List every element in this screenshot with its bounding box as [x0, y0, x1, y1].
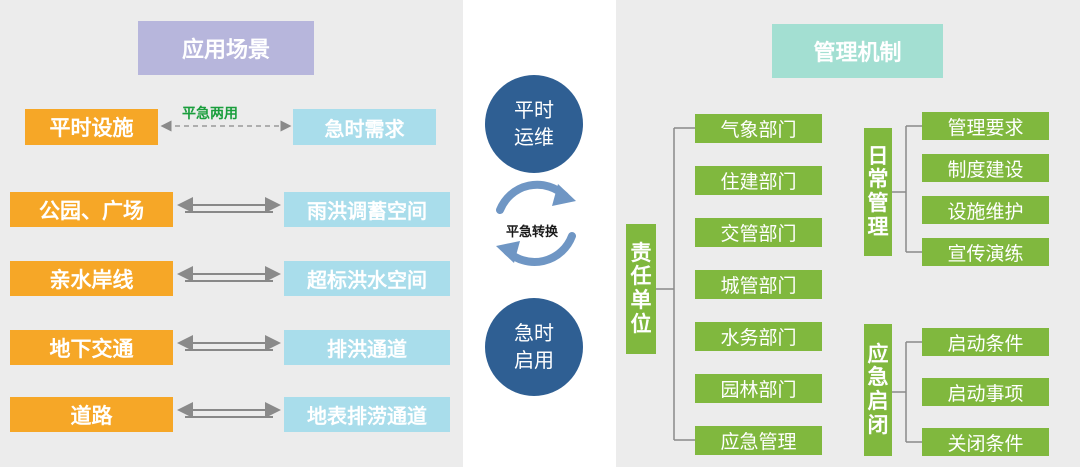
- cycle-arrows-icon: [496, 180, 576, 266]
- dept-water: 水务部门: [695, 322, 822, 351]
- emergency-item-close-conditions: 关闭条件: [922, 428, 1049, 456]
- dept-landscape: 园林部门: [695, 374, 822, 403]
- daily-item-system: 制度建设: [922, 154, 1049, 182]
- scenario-right-4: 地表排涝通道: [284, 397, 450, 432]
- daily-management-label: 日常 管理: [864, 128, 892, 256]
- dept-emergency-management: 应急管理: [695, 426, 822, 455]
- daily-bracket: [892, 125, 922, 253]
- emergency-bracket: [892, 341, 922, 443]
- scenario-right-3: 排洪通道: [284, 330, 450, 365]
- mode-switch-label: 平急转换: [506, 225, 559, 240]
- daily-item-requirements: 管理要求: [922, 112, 1049, 140]
- scenario-left-3: 地下交通: [10, 330, 173, 365]
- scenario-left-4: 道路: [10, 397, 173, 432]
- daily-item-drills: 宣传演练: [922, 238, 1049, 266]
- double-arrow-2: [177, 266, 281, 282]
- responsible-bracket: [656, 127, 695, 441]
- peacetime-operation-circle: 平时 运维: [485, 75, 583, 173]
- emergency-activation-circle: 急时 启用: [485, 298, 583, 396]
- responsible-unit-label: 责任 单位: [626, 224, 656, 354]
- emergency-item-start-conditions: 启动条件: [922, 328, 1049, 356]
- double-arrow-1: [177, 197, 281, 213]
- dept-housing-construction: 住建部门: [695, 166, 822, 195]
- dept-meteorology: 气象部门: [695, 114, 822, 143]
- scenario-right-2: 超标洪水空间: [284, 261, 450, 296]
- double-arrow-3: [177, 335, 281, 351]
- peacetime-facility-box: 平时设施: [25, 109, 158, 145]
- scenario-left-2: 亲水岸线: [10, 261, 173, 296]
- scenario-left-1: 公园、广场: [10, 192, 173, 227]
- emergency-item-start-actions: 启动事项: [922, 378, 1049, 406]
- double-arrow-4: [177, 402, 281, 418]
- scenario-right-1: 雨洪调蓄空间: [284, 192, 450, 227]
- dual-use-label: 平急两用: [182, 106, 238, 122]
- daily-item-maintenance: 设施维护: [922, 196, 1049, 224]
- left-panel: [0, 0, 463, 467]
- emergency-switch-label: 应急 启闭: [864, 324, 892, 456]
- emergency-demand-box: 急时需求: [293, 109, 436, 145]
- dept-traffic: 交管部门: [695, 218, 822, 247]
- dept-urban-management: 城管部门: [695, 270, 822, 299]
- management-title: 管理机制: [772, 24, 943, 78]
- scenario-title: 应用场景: [138, 21, 314, 75]
